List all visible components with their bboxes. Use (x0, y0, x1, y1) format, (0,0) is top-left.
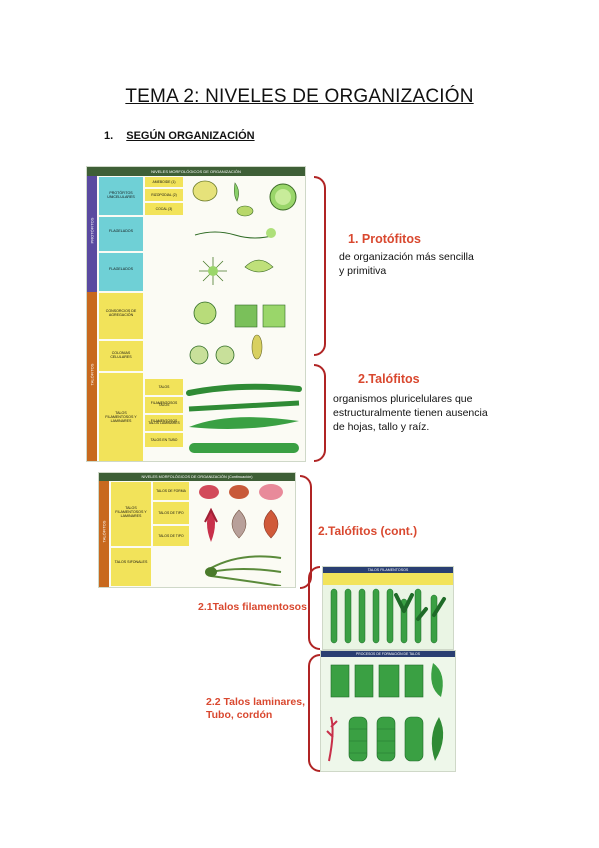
section-heading: 1. SEGÚN ORGANIZACIÓN (104, 130, 255, 142)
protofitos-description: de organización más sencilla y primitiva (339, 251, 474, 277)
section-number: 1. (104, 130, 114, 142)
figure-talofitos-continuacion: NIVELES MORFOLÓGICOS DE ORGANIZACIÓN (Co… (98, 472, 296, 588)
figure1-label-col: PROTÓFITOS UNICELULARES FLAGELADOS FLAGE… (99, 177, 143, 461)
organism-illustrations-icon (186, 180, 302, 453)
talos-laminares-label: 2.2 Talos laminares, Tubo, cordón (206, 696, 306, 721)
filament-icon (330, 588, 446, 644)
bracket-talofitos (314, 364, 326, 462)
figure-talos-filamentosos: TALOS FILAMENTOSOS (322, 566, 454, 650)
band-protofitos: PROTÓFITOS (87, 176, 97, 292)
section-title: SEGÚN ORGANIZACIÓN (126, 130, 255, 142)
figure-talos-laminares: PROCESOS DE FORMACIÓN DE TALOS (320, 650, 456, 772)
figure4-header: PROCESOS DE FORMACIÓN DE TALOS (321, 651, 455, 657)
band-talofitos: TALÓFITOS (87, 292, 97, 461)
figure2-mid-col: TALOS DE FORMA TALOS DE TIPO TALOS DE TI… (153, 482, 189, 546)
bracket-filamentosos (308, 566, 320, 650)
figure2-label-col: TALOS FILAMENTOSOS Y LAMINARES TALOS SIF… (111, 482, 151, 586)
seaweed-illustrations-icon (199, 484, 283, 586)
figure3-columns-header (323, 573, 453, 585)
figure3-header: TALOS FILAMENTOSOS (323, 567, 453, 573)
protofitos-heading: 1. Protófitos (348, 232, 421, 246)
talofitos-description: organismos pluricelulares que estructura… (333, 393, 488, 433)
talofitos-heading: 2.Talófitos (358, 372, 420, 386)
bracket-protofitos (314, 176, 326, 356)
laminar-thalli-icon (326, 663, 444, 762)
figure2-header: NIVELES MORFOLÓGICOS DE ORGANIZACIÓN (Co… (99, 473, 295, 481)
bracket-laminares (308, 654, 320, 772)
figure-protofitos-talofitos: NIVELES MORFOLÓGICOS DE ORGANIZACIÓN PRO… (86, 166, 306, 462)
figure1-header: NIVELES MORFOLÓGICOS DE ORGANIZACIÓN (87, 167, 305, 176)
talofitos-cont-heading: 2.Talófitos (cont.) (318, 524, 418, 538)
figure1-mid-col: AMEBOIDE (1) RIZOPODIAL (2) COCAL (3) TA… (145, 177, 183, 447)
talos-filamentosos-label: 2.1Talos filamentosos (198, 601, 307, 613)
band-talofitos-cont: TALÓFITOS (99, 481, 109, 587)
page-title: TEMA 2: NIVELES DE ORGANIZACIÓN (125, 86, 474, 107)
